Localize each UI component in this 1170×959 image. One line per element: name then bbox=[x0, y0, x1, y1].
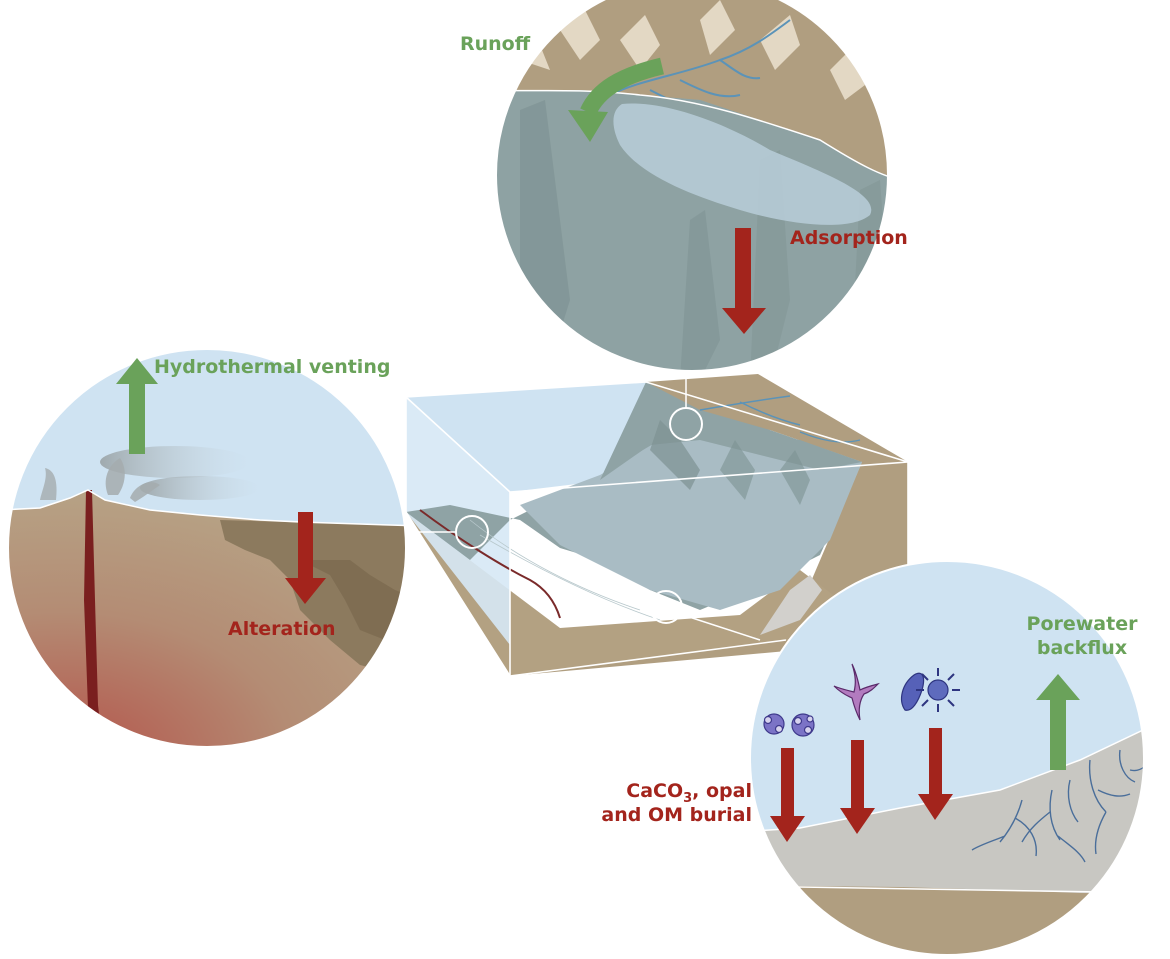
porewater-label-line2: backflux bbox=[1037, 637, 1127, 659]
adsorption-label: Adsorption bbox=[790, 227, 908, 249]
burial-arrow-2 bbox=[840, 740, 875, 834]
radiolarian-icon bbox=[833, 663, 880, 721]
alteration-arrow bbox=[285, 512, 326, 604]
runoff-label: Runoff bbox=[460, 33, 531, 55]
backflux-arrow bbox=[1036, 674, 1080, 770]
burial-arrow-1 bbox=[770, 748, 805, 842]
porewater-label-line1: Porewater bbox=[1027, 613, 1139, 635]
ridge-inset bbox=[7, 348, 407, 748]
coastal-inset bbox=[495, 0, 889, 372]
plankton-icon bbox=[916, 668, 960, 712]
burial-arrows bbox=[770, 728, 953, 842]
marker-seafloor bbox=[649, 590, 683, 624]
mountain-icon bbox=[496, 0, 888, 180]
burial-arrow-3 bbox=[918, 728, 953, 820]
venting-arrow bbox=[116, 358, 158, 454]
hydrothermal-label: Hydrothermal venting bbox=[154, 356, 390, 378]
burial-label-line1: CaCO3, opal bbox=[626, 780, 752, 806]
burial-label-line2: and OM burial bbox=[601, 804, 752, 826]
coccolith-icon bbox=[763, 713, 815, 737]
adsorption-arrow bbox=[722, 228, 766, 334]
runoff-arrow bbox=[568, 57, 665, 142]
alteration-label: Alteration bbox=[228, 618, 336, 640]
